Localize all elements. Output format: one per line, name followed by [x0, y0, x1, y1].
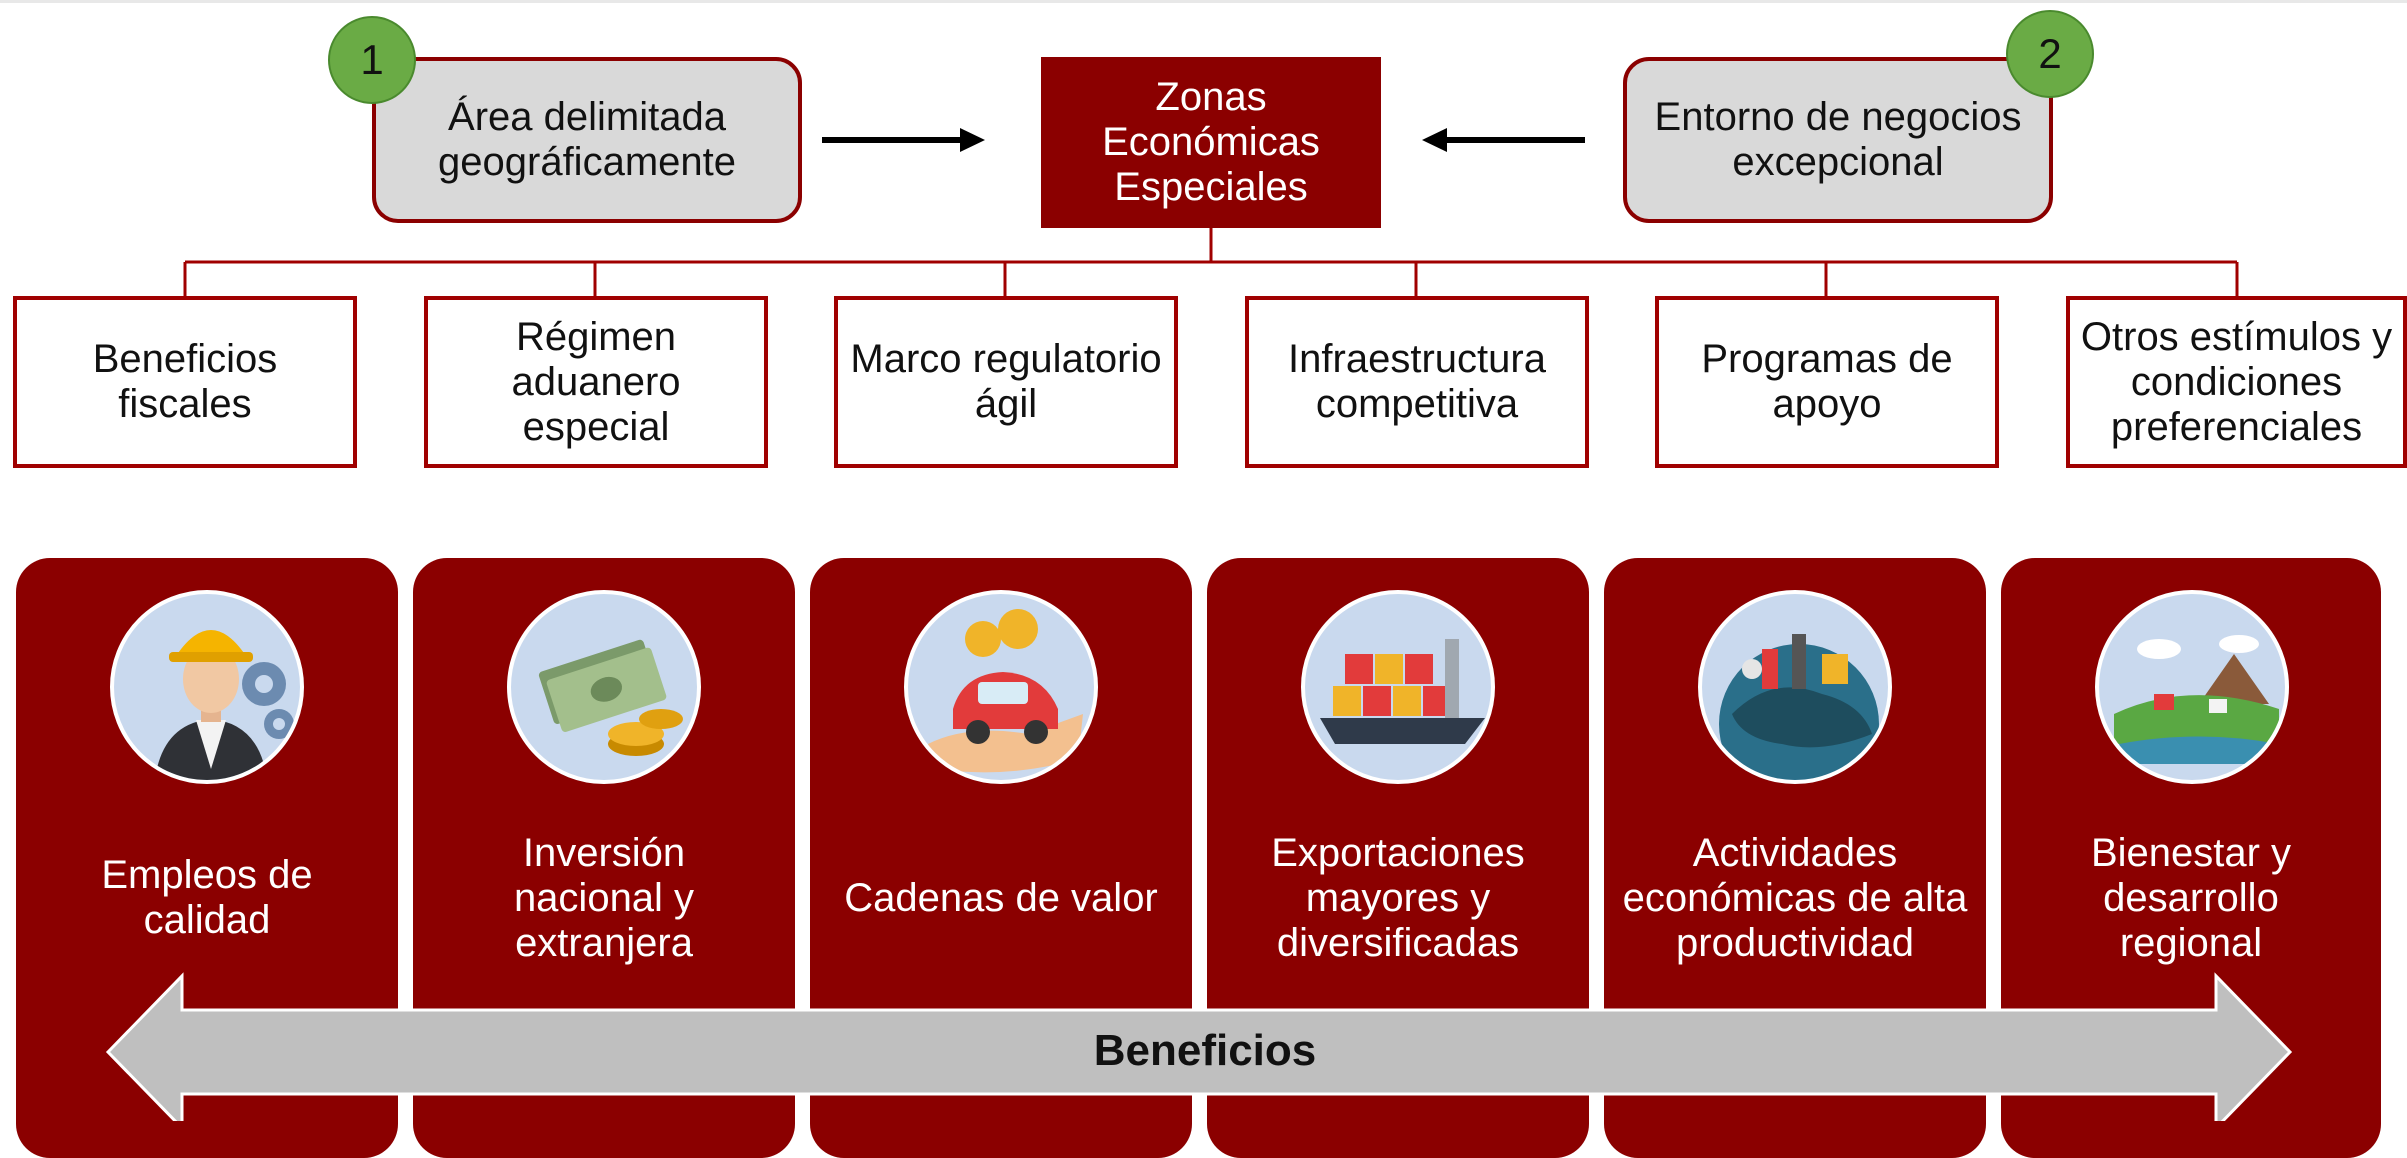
benefits-arrow-label: Beneficios [1093, 1026, 1317, 1075]
left-header-box: Área delimitada geográficamente [372, 57, 802, 223]
benefit-label-exports: Exportaciones mayores y diversificadas [1271, 830, 1525, 965]
feature-box-infrastructure: Infraestructura competitiva [1245, 296, 1589, 468]
right-header-text: Entorno de negocios excepcional [1654, 95, 2022, 184]
worker-icon [110, 590, 304, 784]
central-box: Zonas Económicas Especiales [1041, 57, 1381, 228]
money-icon [507, 590, 701, 784]
feature-box-regulatory: Marco regulatorio ágil [834, 296, 1178, 468]
landscape-icon [2095, 590, 2289, 784]
left-header-text: Área delimitada geográficamente [438, 95, 736, 184]
benefit-label-jobs: Empleos de calidad [101, 853, 313, 942]
right-header-box: Entorno de negocios excepcional [1623, 57, 2053, 223]
car-coins-icon [904, 590, 1098, 784]
central-title: Zonas Económicas Especiales [1102, 75, 1320, 209]
benefit-label-investment: Inversión nacional y extranjera [513, 830, 695, 965]
badge-number-2: 2 [2006, 10, 2094, 98]
globe-industry-icon [1698, 590, 1892, 784]
feature-box-programs: Programas de apoyo [1655, 296, 1999, 468]
feature-box-other: Otros estímulos y condiciones preferenci… [2066, 296, 2407, 468]
connector-lines [183, 128, 2239, 296]
benefit-label-value-chains: Cadenas de valor [844, 875, 1158, 920]
cargo-ship-icon [1301, 590, 1495, 784]
benefit-label-productivity: Actividades económicas de alta productiv… [1622, 830, 1968, 965]
feature-box-fiscal: Beneficios fiscales [13, 296, 357, 468]
feature-box-customs: Régimen aduanero especial [424, 296, 768, 468]
benefit-label-welfare: Bienestar y desarrollo regional [2090, 830, 2292, 965]
badge-number-1: 1 [328, 16, 416, 104]
top-border [0, 0, 2407, 3]
